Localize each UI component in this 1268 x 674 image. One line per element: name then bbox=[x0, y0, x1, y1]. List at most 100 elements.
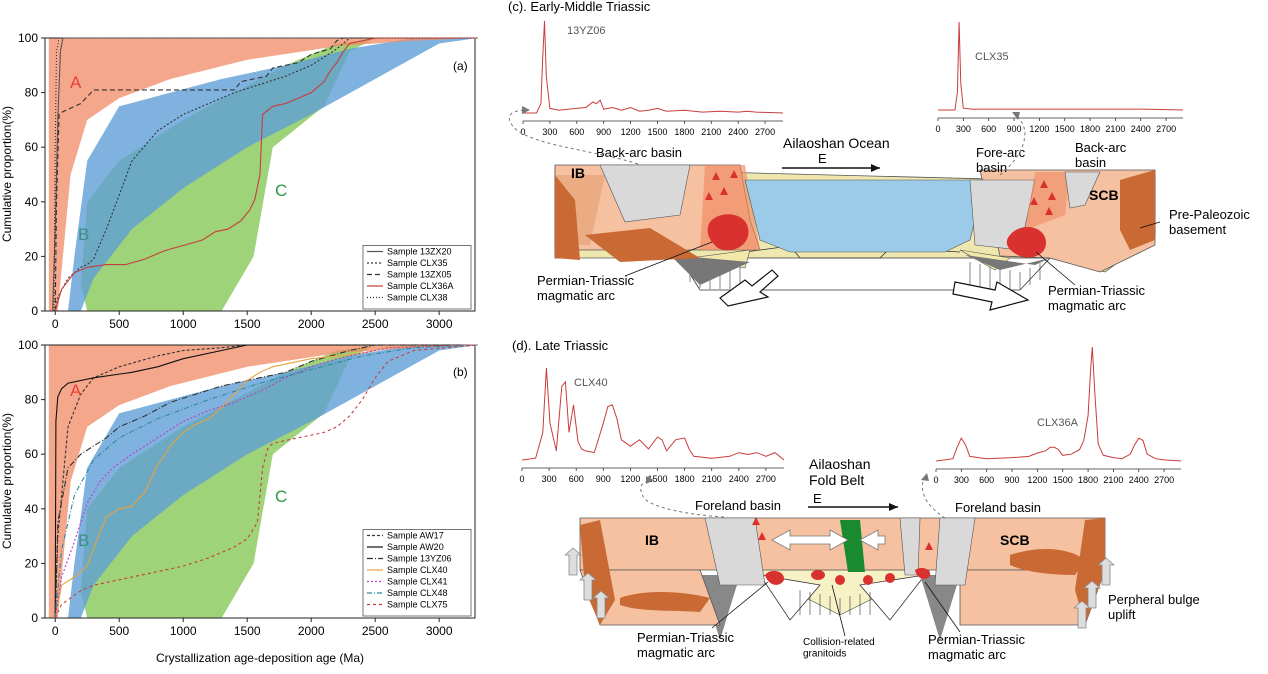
x-tick-label: 0 bbox=[52, 317, 59, 331]
back-arc-basin-right bbox=[1064, 171, 1101, 209]
legend-entry: Sample CLX75 bbox=[387, 600, 448, 610]
x-tick-label: 3000 bbox=[426, 317, 453, 331]
scb-label-d: SCB bbox=[1000, 532, 1030, 548]
kde-tick-label: 300 bbox=[956, 124, 971, 134]
provenance-arrow-head-right-d bbox=[921, 473, 929, 481]
legend-entry: Sample 13ZX20 bbox=[387, 247, 452, 257]
ib-label: IB bbox=[571, 165, 585, 181]
y-axis-label-a: Cumulative proportion(%) bbox=[0, 106, 14, 242]
direction-label-d: E bbox=[813, 491, 822, 506]
y-tick-label: 80 bbox=[25, 86, 39, 100]
y-tick-label: 60 bbox=[25, 140, 39, 154]
leader-arc-left-d bbox=[711, 581, 769, 629]
x-tick-label: 1000 bbox=[170, 624, 197, 638]
panel-label-a: (a) bbox=[453, 59, 468, 73]
kde-curve bbox=[935, 346, 1182, 462]
x-tick-label: 2500 bbox=[362, 317, 389, 331]
kde-tick-label: 0 bbox=[933, 475, 938, 485]
field-c bbox=[80, 345, 478, 618]
dark-wedge-d-right bbox=[920, 575, 960, 640]
y-tick-label: 100 bbox=[18, 338, 38, 352]
kde-tick-label: 1800 bbox=[1080, 124, 1100, 134]
x-tick-label: 500 bbox=[109, 624, 129, 638]
scb-label: SCB bbox=[1089, 187, 1119, 203]
x-tick-label: 1000 bbox=[170, 317, 197, 331]
scb-lower-crust-d bbox=[1010, 548, 1085, 575]
scb-basement-d bbox=[1075, 518, 1105, 625]
kde-tick-label: 2400 bbox=[728, 127, 748, 137]
scb-basement bbox=[1120, 170, 1155, 250]
kde-tick-label: 300 bbox=[542, 474, 557, 484]
dark-wedge-d-left bbox=[700, 575, 740, 640]
pluton-right bbox=[1006, 226, 1047, 258]
leader-arc-right bbox=[1035, 251, 1076, 286]
legend-entry: Sample AW20 bbox=[387, 542, 444, 552]
field-label-C: C bbox=[275, 181, 287, 200]
series-line bbox=[54, 344, 478, 619]
kde-tick-label: 1800 bbox=[675, 474, 695, 484]
kde-curve bbox=[938, 21, 1184, 111]
legend-entry: Sample CLX35 bbox=[387, 258, 448, 268]
kde-tick-label: 2700 bbox=[1156, 124, 1176, 134]
kde-tick-label: 600 bbox=[569, 474, 584, 484]
pluton-left bbox=[707, 214, 749, 251]
x-tick-label: 2500 bbox=[362, 624, 389, 638]
volcano-symbols-left bbox=[705, 170, 738, 200]
field-b bbox=[68, 38, 478, 311]
legend-entry: Sample CLX41 bbox=[387, 577, 448, 587]
dark-wedge-right bbox=[965, 255, 1050, 270]
suture-zone bbox=[840, 520, 865, 572]
y-tick-label: 80 bbox=[25, 393, 39, 407]
leader-arc-left bbox=[624, 241, 713, 277]
kde-tick-label: 600 bbox=[979, 475, 994, 485]
section-c-title: (c). Early-Middle Triassic bbox=[508, 0, 651, 14]
y-tick-label: 100 bbox=[18, 31, 38, 45]
shortening-arrow-left bbox=[771, 529, 849, 551]
x-tick-label: 2000 bbox=[298, 624, 325, 638]
series-line bbox=[54, 344, 478, 619]
legend-entry: Sample CLX36A bbox=[387, 281, 454, 291]
kde-label-CLX35: CLX35 bbox=[975, 51, 1009, 63]
y-tick-label: 40 bbox=[25, 502, 39, 516]
x-tick-label: 1500 bbox=[234, 624, 261, 638]
kde-label-CLX36A: CLX36A bbox=[1037, 417, 1079, 429]
legend-box bbox=[362, 245, 472, 310]
y-tick-label: 20 bbox=[25, 249, 39, 263]
field-b bbox=[68, 345, 478, 618]
kde-label-CLX40: CLX40 bbox=[574, 377, 608, 389]
x-tick-label: 1500 bbox=[234, 317, 261, 331]
pluton-d-left bbox=[765, 570, 785, 585]
shortening-arrow-right bbox=[859, 529, 886, 551]
kde-tick-label: 1200 bbox=[620, 474, 640, 484]
foreland-basin-left-label: Foreland basin bbox=[695, 498, 781, 513]
y-axis-label-b: Cumulative proportion(%) bbox=[0, 413, 14, 549]
kde-tick-label: 0 bbox=[519, 474, 524, 484]
back-arc-basin-left bbox=[599, 164, 691, 223]
kde-tick-label: 1200 bbox=[621, 127, 641, 137]
kde-tick-label: 2700 bbox=[755, 127, 775, 137]
legend-entry: Sample 13ZX05 bbox=[387, 270, 452, 280]
leader-arc-right-d bbox=[924, 581, 961, 633]
kde-tick-label: 600 bbox=[569, 127, 584, 137]
series-line bbox=[52, 37, 478, 312]
kde-tick-label: 1200 bbox=[1029, 124, 1049, 134]
field-a bbox=[48, 38, 478, 311]
field-label-B: B bbox=[78, 531, 89, 550]
provenance-arrow-head-right bbox=[1012, 112, 1020, 120]
kde-tick-label: 2100 bbox=[1105, 124, 1125, 134]
kde-tick-label: 2400 bbox=[1129, 475, 1149, 485]
y-tick-label: 20 bbox=[25, 556, 39, 570]
x-tick-label: 2000 bbox=[298, 317, 325, 331]
kde-curve bbox=[521, 367, 785, 461]
